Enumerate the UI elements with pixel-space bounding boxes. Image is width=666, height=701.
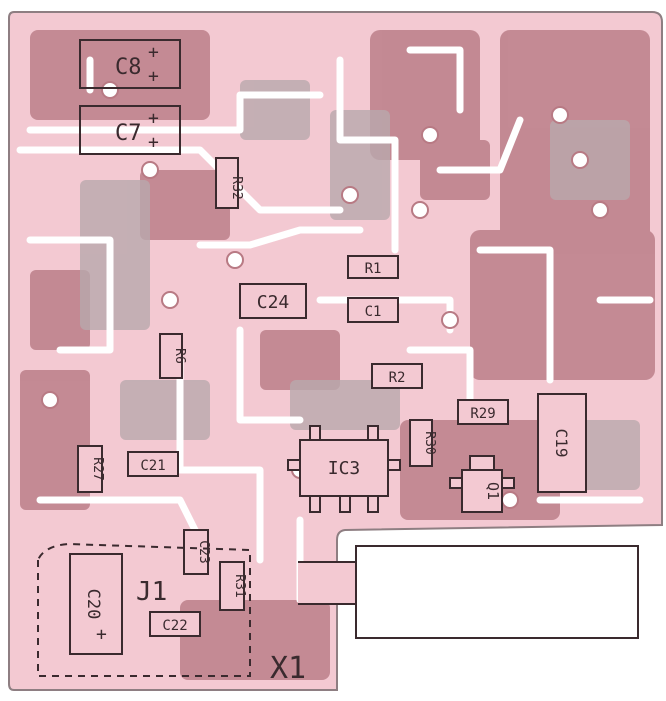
r32-label: R32: [229, 176, 244, 199]
ic3-chip: IC3: [287, 425, 401, 513]
c7-label: C7: [115, 121, 142, 146]
r2-label: R2: [389, 370, 406, 386]
r32-resistor: R32: [215, 157, 244, 209]
c24-capacitor: C24: [239, 283, 307, 319]
q1-transistor: Q1: [449, 455, 515, 513]
c19-label: C19: [552, 429, 571, 458]
c8-label: C8: [115, 55, 142, 80]
c21-capacitor: C21: [127, 451, 179, 477]
copper-pours: [20, 30, 655, 680]
c21-label: C21: [140, 458, 165, 474]
r6-resistor: R6: [159, 333, 187, 379]
r29-label: R29: [470, 406, 495, 422]
r1-resistor: R1: [347, 255, 399, 279]
c1-label: C1: [365, 304, 382, 320]
r27-resistor: R27: [77, 445, 105, 493]
r30-resistor: R30: [409, 419, 437, 467]
c22-capacitor: C22: [149, 611, 201, 637]
r2-resistor: R2: [371, 363, 423, 389]
c7-plus-b: +: [148, 132, 159, 153]
c8-plus-a: +: [148, 42, 159, 63]
x1-crystal: X1: [270, 545, 639, 686]
r29-resistor: R29: [457, 399, 509, 425]
c24-label: C24: [257, 292, 290, 313]
c8-capacitor: C8 + +: [79, 39, 181, 89]
c7-capacitor: C7 + +: [79, 105, 181, 155]
r1-label: R1: [365, 261, 382, 277]
c23-capacitor: C23: [183, 529, 211, 575]
r31-resistor: R31: [219, 561, 247, 611]
j1-label: J1: [136, 577, 167, 607]
r6-label: R6: [172, 348, 187, 364]
c20-label: C20: [83, 589, 103, 620]
c1-capacitor: C1: [347, 297, 399, 323]
j1-connector: J1: [37, 542, 251, 677]
c7-plus-a: +: [148, 108, 159, 129]
c23-label: C23: [196, 540, 211, 563]
r27-label: R27: [90, 457, 105, 480]
x1-label: X1: [270, 651, 306, 686]
c22-label: C22: [162, 618, 187, 634]
c20-plus: +: [96, 624, 107, 645]
q1-label: Q1: [484, 482, 502, 500]
c19-capacitor: C19: [537, 393, 587, 493]
c8-plus-b: +: [148, 66, 159, 87]
r30-label: R30: [422, 431, 437, 454]
ic3-label: IC3: [328, 458, 361, 479]
r31-label: R31: [232, 574, 247, 597]
c20-capacitor: C20 +: [69, 553, 123, 655]
